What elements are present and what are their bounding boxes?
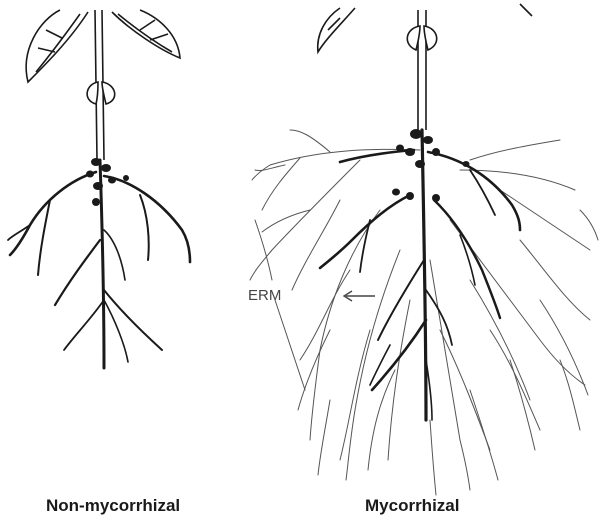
non-mycorrhizal-caption: Non-mycorrhizal [46, 496, 180, 516]
right-root-nodules [392, 129, 470, 202]
right-bud [407, 26, 436, 50]
left-roots [8, 160, 190, 368]
mycorrhizal-caption: Mycorrhizal [365, 496, 459, 516]
erm-label: ERM [248, 287, 281, 304]
non-mycorrhizal-plant [8, 10, 190, 368]
left-bud [87, 82, 115, 104]
erm-pointer-arrow [344, 291, 375, 301]
right-roots [320, 130, 520, 420]
mycorrhizal-plant [250, 4, 598, 495]
